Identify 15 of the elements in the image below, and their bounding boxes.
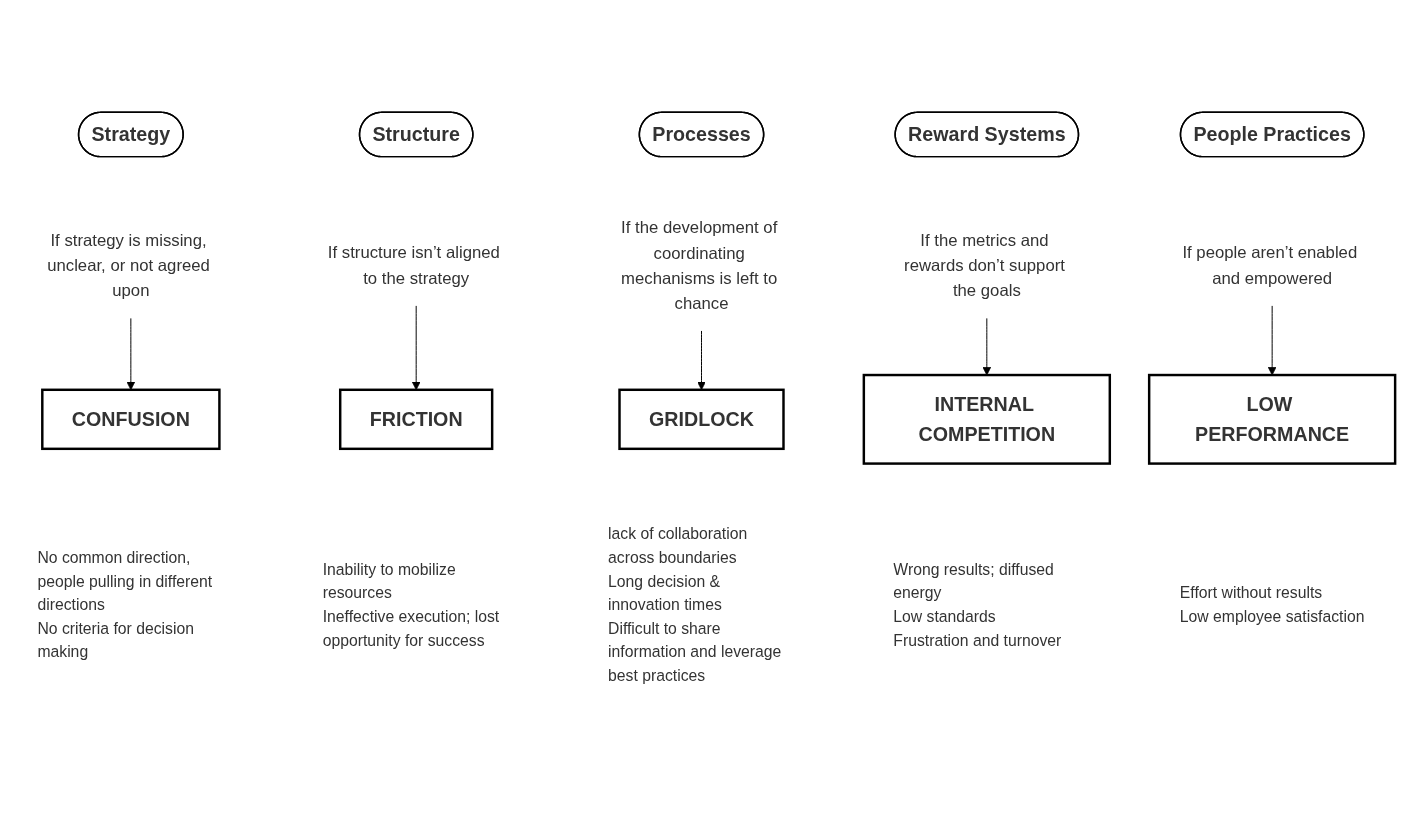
node-box: INTERNAL COMPETITION xyxy=(862,373,1112,465)
node-box: FRICTION xyxy=(338,388,494,451)
node-text: If people aren’t enabled and empowered xyxy=(1182,243,1358,288)
node-text: Effort without results Low employee satisfaction xyxy=(1179,584,1365,625)
node-text: No common direction, people pulling in different directions No criteria for decision making xyxy=(37,549,213,661)
node-text: If the development of coordinating mechanisms is left to chance xyxy=(621,218,778,313)
node-text: If the metrics and rewards don’t support the goals xyxy=(904,231,1065,301)
node-text: Inability to mobilize resources Ineffective execution; lost opportunity for success xyxy=(322,560,500,649)
node-text: lack of collaboration across boundaries Long decision & innovation times Difficult to share information and leverage best practices xyxy=(608,525,782,684)
node-box: CONFUSION xyxy=(41,388,221,451)
node-box: LOW PERFORMANCE xyxy=(1147,373,1397,465)
node-box: GRIDLOCK xyxy=(618,388,785,451)
node-text: If structure isn’t aligned to the strategy xyxy=(327,243,500,288)
node-text: If strategy is missing, unclear, or not agreed upon xyxy=(47,231,210,301)
node-text: Wrong results; diffused energy Low standards Frustration and turnover xyxy=(893,560,1062,649)
